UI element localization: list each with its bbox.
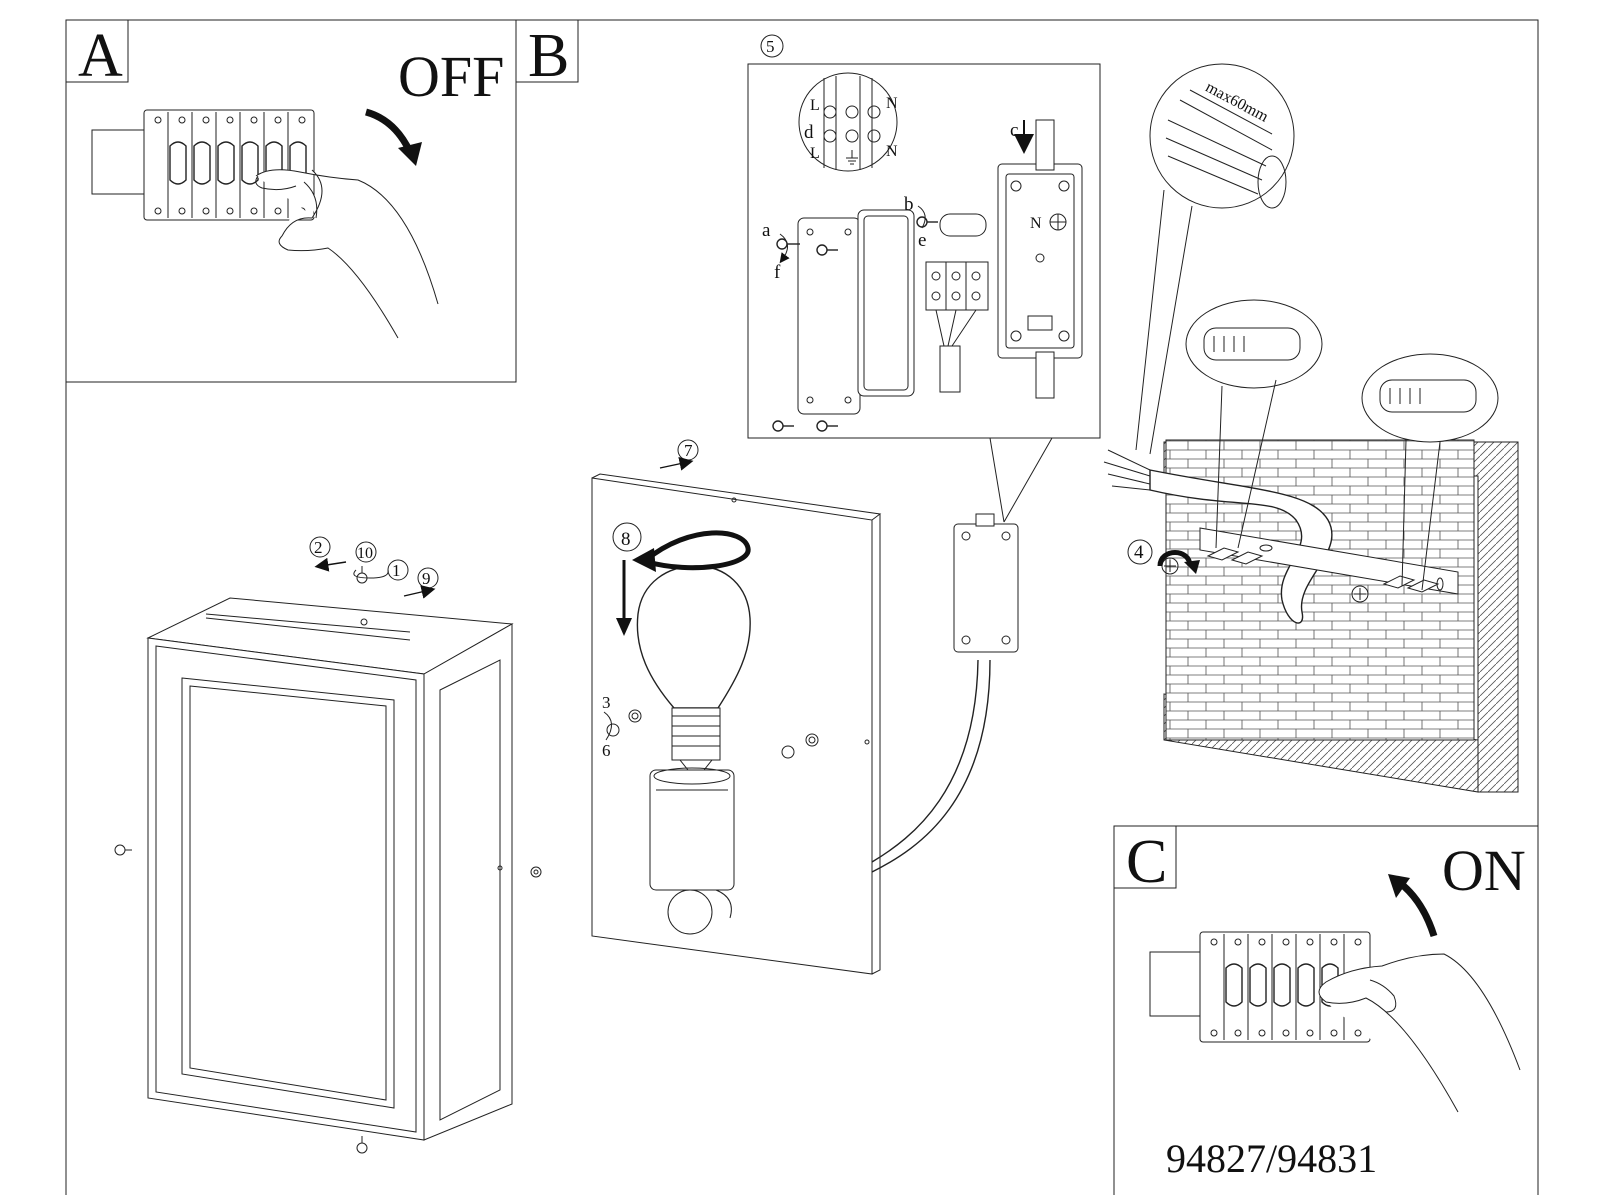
label-n-top: N — [886, 95, 898, 112]
on-label: ON — [1442, 838, 1526, 903]
wall-mounting: 4 max60mm — [1103, 63, 1519, 793]
label-f: f — [774, 262, 781, 283]
step-10-label: 10 — [357, 545, 373, 562]
wiring-detail: 5 L d L N N — [747, 34, 1101, 523]
label-l-top: L — [810, 97, 820, 114]
junction-box-icon — [953, 513, 1019, 653]
label-a: a — [762, 220, 771, 241]
rotation-arrow-icon — [616, 530, 751, 636]
connector-block — [925, 261, 989, 393]
label-n-bottom: N — [886, 143, 898, 160]
cover-plate — [797, 209, 915, 415]
label-b: b — [904, 194, 914, 215]
label-e: e — [918, 230, 926, 251]
backplate: 8 3 6 7 — [591, 439, 1019, 975]
off-label: OFF — [398, 44, 504, 109]
hand-icon — [1318, 953, 1521, 1113]
panel-a-letter: A — [78, 22, 123, 90]
model-number: 94827/94831 — [1166, 1136, 1377, 1181]
cable-length-zoom: max60mm — [1135, 63, 1295, 455]
mounting-bracket — [1161, 527, 1459, 603]
panel-b-letter: B — [528, 22, 569, 90]
step-3-label: 3 — [602, 693, 611, 712]
wall-plug-zoom — [1185, 299, 1323, 549]
step-2-label: 2 — [314, 538, 323, 557]
step-1-label: 1 — [392, 561, 401, 580]
junction-box-icon: N — [997, 119, 1083, 399]
panel-c: C ON 94827/94831 — [1113, 825, 1538, 1195]
hand-icon — [255, 169, 439, 339]
label-c: c — [1010, 120, 1018, 141]
panel-b: B — [515, 19, 579, 90]
light-bulb-icon — [636, 565, 751, 935]
switch-off-arrow-icon — [364, 108, 422, 166]
step-markers-housing: 2 10 1 9 — [309, 536, 439, 599]
lamp-housing — [146, 597, 514, 1141]
step-4-label: 4 — [1134, 542, 1144, 563]
label-d: d — [804, 122, 814, 143]
step-5-label: 5 — [766, 37, 775, 56]
ground-icon — [846, 150, 858, 165]
breaker-panel-icon — [91, 109, 315, 221]
step-8-label: 8 — [621, 529, 631, 550]
label-l-bottom: L — [810, 145, 820, 162]
panel-c-letter: C — [1126, 828, 1167, 896]
screw-icon — [606, 709, 819, 759]
switch-on-arrow-icon — [1388, 874, 1438, 938]
step-9-label: 9 — [422, 569, 431, 588]
step-7-label: 7 — [684, 441, 693, 460]
step-6-label: 6 — [602, 741, 611, 760]
breaker-panel-icon — [1149, 931, 1371, 1043]
terminal-block-zoom: L d L N N — [798, 72, 898, 172]
label-n-box: N — [1030, 215, 1042, 232]
wall-plug-zoom — [1361, 353, 1499, 591]
screw-icon — [114, 566, 542, 1154]
panel-a: A OFF — [65, 19, 517, 383]
